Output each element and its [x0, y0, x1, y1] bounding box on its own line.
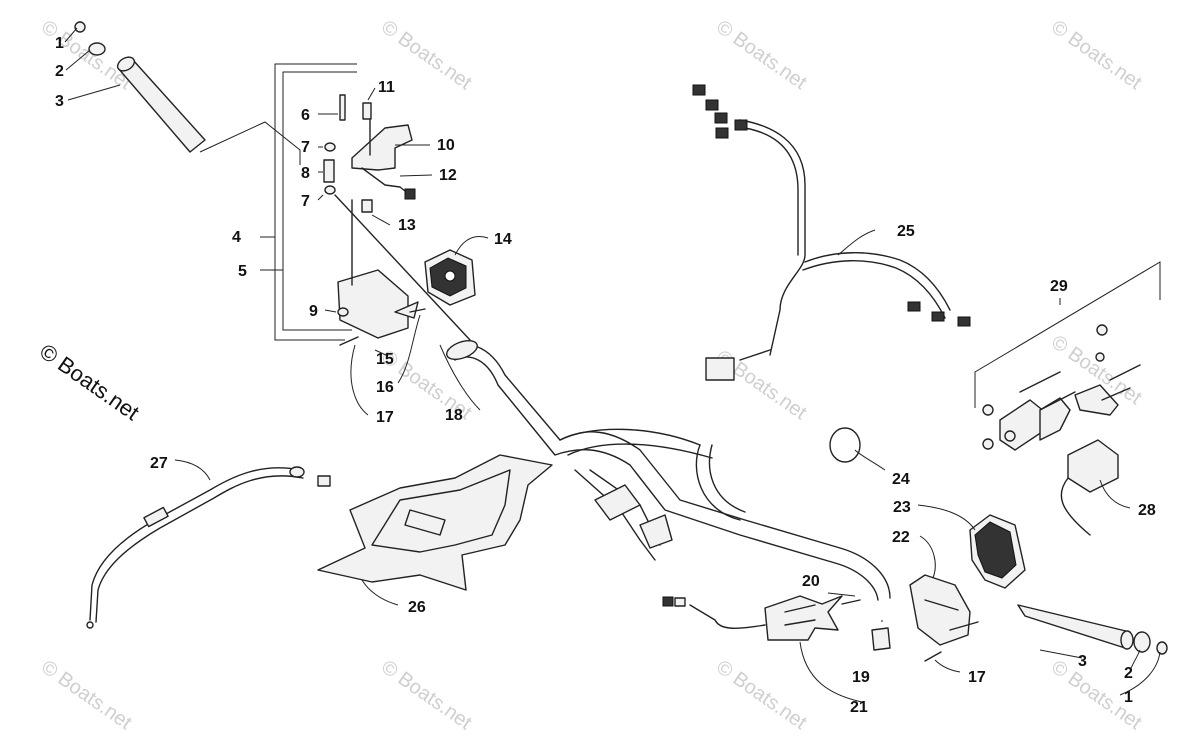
- watermark: © Boats.net: [377, 656, 476, 734]
- callout-6: 6: [301, 107, 310, 124]
- callout-22: 22: [892, 529, 910, 546]
- callout-21: 21: [850, 699, 868, 716]
- washer-7-bottom: [324, 185, 336, 195]
- callout-19: 19: [852, 669, 870, 686]
- callout-3-left: 3: [55, 93, 64, 110]
- watermark: © Boats.net: [37, 16, 136, 94]
- housing-9: [337, 269, 409, 339]
- spring-11: [362, 102, 372, 120]
- switch-housing-23: [969, 514, 1026, 589]
- callout-25: 25: [897, 223, 915, 240]
- callout-10: 10: [437, 137, 455, 154]
- grip-3-left-end: [116, 56, 136, 72]
- callout-27: 27: [150, 455, 168, 472]
- callout-18: 18: [445, 407, 463, 424]
- callout-17-left: 17: [376, 409, 394, 426]
- callout-3-right: 3: [1078, 653, 1087, 670]
- callout-14: 14: [494, 231, 512, 248]
- watermark-main: © Boats.net: [35, 339, 144, 426]
- callout-9: 9: [309, 303, 318, 320]
- leader-lines: [64, 27, 1161, 703]
- bracket-kit-29: [974, 261, 1161, 451]
- callout-16: 16: [376, 379, 394, 396]
- callout-29: 29: [1050, 278, 1068, 295]
- watermark: © Boats.net: [712, 16, 811, 94]
- pin-6: [339, 94, 346, 121]
- connector-12: [404, 188, 416, 200]
- screw-15: [409, 308, 426, 313]
- switch-housing-14: [424, 249, 476, 306]
- connector-25-main: [705, 357, 735, 381]
- callout-4: 4: [232, 229, 241, 246]
- clip-13: [361, 199, 373, 213]
- washer-7-top: [324, 142, 336, 152]
- heater-switch-28: [1060, 439, 1119, 536]
- callout-2-left: 2: [55, 63, 64, 80]
- callout-5: 5: [238, 263, 247, 280]
- ring-24: [829, 427, 861, 463]
- wire-12: [361, 167, 411, 196]
- callout-28: 28: [1138, 502, 1156, 519]
- heater-element-group: [662, 595, 891, 651]
- screw-1-left: [74, 21, 86, 33]
- housing-22: [909, 574, 979, 646]
- left-grip-assembly: [74, 21, 301, 165]
- screw-17-left: [339, 336, 359, 346]
- right-grip-assembly: [1017, 604, 1168, 655]
- handlebar-pad-26: [317, 454, 553, 591]
- callout-1-right: 1: [1124, 689, 1133, 706]
- callout-7-bottom: 7: [301, 193, 310, 210]
- handlebar-18: [446, 340, 891, 601]
- lever-bracket-group: [274, 63, 471, 346]
- washer-2-left: [88, 42, 106, 56]
- callout-23: 23: [893, 499, 911, 516]
- callout-2-right: 2: [1124, 665, 1133, 682]
- callout-8: 8: [301, 165, 310, 182]
- wiring-harness-25: [692, 84, 971, 381]
- lever-10: [351, 124, 413, 171]
- throttle-cable-27: [86, 466, 331, 629]
- callout-17-right: 17: [968, 669, 986, 686]
- watermark: © Boats.net: [37, 656, 136, 734]
- screw-17-right: [924, 651, 942, 662]
- callout-1-left: 1: [55, 35, 64, 52]
- grip-3-left: [117, 59, 206, 153]
- watermark: © Boats.net: [712, 656, 811, 734]
- callout-24: 24: [892, 471, 910, 488]
- callout-7-top: 7: [301, 139, 310, 156]
- callout-26: 26: [408, 599, 426, 616]
- bushing-8: [323, 159, 335, 183]
- callout-15: 15: [376, 351, 394, 368]
- callout-labels: 1 2 3 4 5 6 7 8 7 9 10 11 12 13 14 15 16…: [55, 35, 1156, 716]
- callout-11: 11: [378, 79, 395, 96]
- watermark: © Boats.net: [1047, 16, 1146, 94]
- callout-13: 13: [398, 217, 416, 234]
- callout-20: 20: [802, 573, 820, 590]
- callout-12: 12: [439, 167, 457, 184]
- watermark-layer: © Boats.net © Boats.net © Boats.net © Bo…: [35, 16, 1146, 734]
